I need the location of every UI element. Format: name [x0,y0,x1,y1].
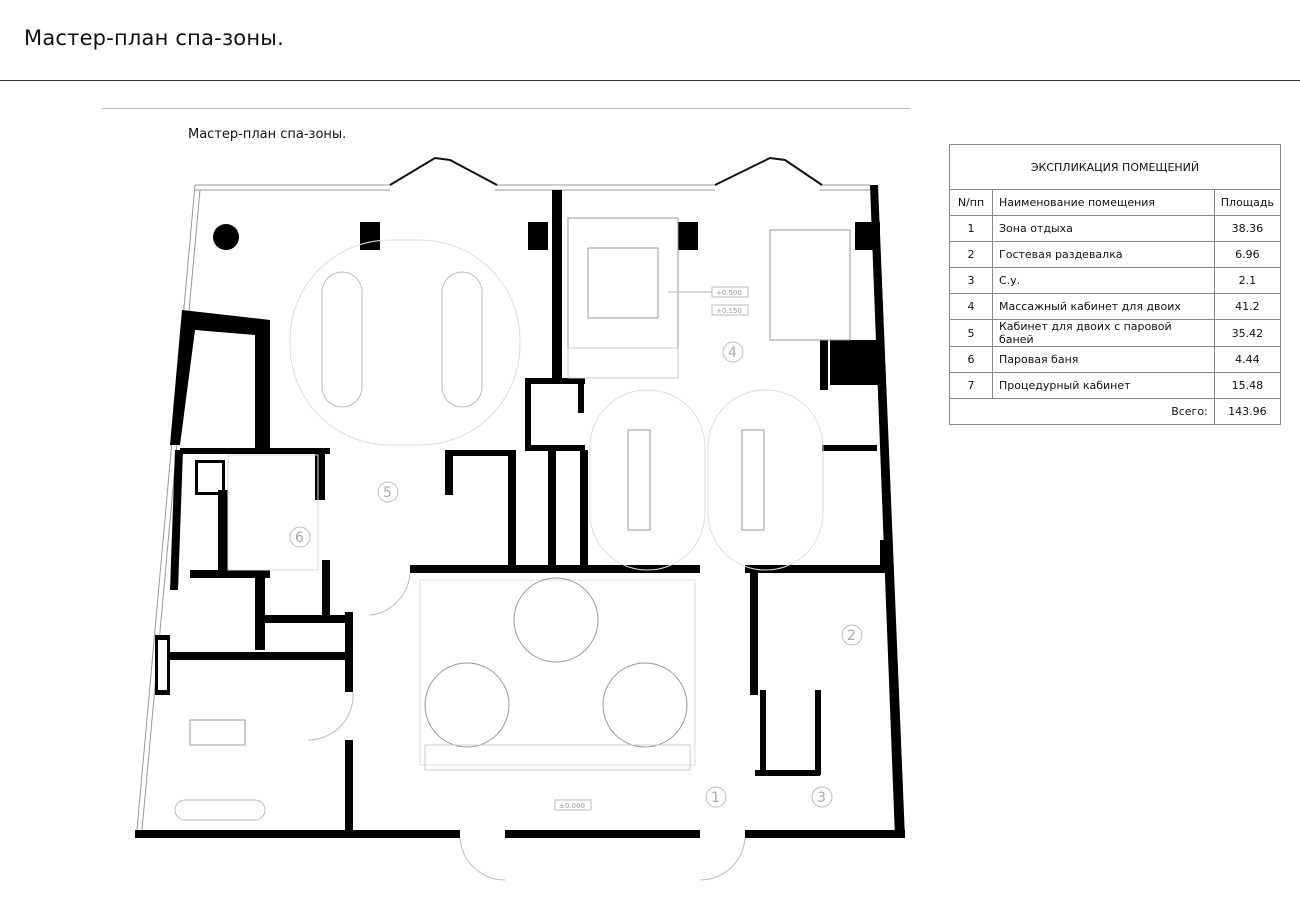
row-number: 4 [949,293,993,320]
room-name: Массажный кабинет для двоих [992,293,1215,320]
room-name: Кабинет для двоих с паровой баней [992,319,1215,347]
room-area: 15.48 [1213,372,1282,399]
total-area: 143.96 [1213,398,1282,425]
row-number: 6 [949,346,993,373]
column-header: N/пп [949,189,993,216]
room-area: 38.36 [1213,215,1282,242]
row-number: 7 [949,372,993,399]
room-number: 5 [383,485,392,501]
walls [135,185,905,838]
windows [136,156,870,831]
room-number: 3 [817,790,826,806]
room-numbers: 1 2 3 4 5 6 [289,341,863,808]
room-area: 6.96 [1213,241,1282,268]
room-number: 4 [728,345,737,361]
total-label: Всего: [949,398,1215,425]
row-number: 5 [949,319,993,347]
plan-title: Мастер-план спа-зоны. [188,127,347,142]
room-number: 1 [711,790,720,806]
room-area: 35.42 [1213,319,1282,347]
column-header: Наименование помещения [992,189,1215,216]
elevation-mark: +0.150 [716,307,742,315]
room-name: С.у. [992,267,1215,294]
room-number: 2 [847,628,856,644]
furniture [174,217,851,881]
table-header-row: N/пп Наименование помещения Площадь [949,189,1282,216]
room-name: Процедурный кабинет [992,372,1215,399]
row-number: 3 [949,267,993,294]
table-total-row: Всего:143.96 [949,398,1282,425]
room-name: Гостевая раздевалка [992,241,1215,268]
divider [0,80,1300,81]
room-area: 41.2 [1213,293,1282,320]
room-explication-table: ЭКСПЛИКАЦИЯ ПОМЕЩЕНИЙ N/пп Наименование … [949,144,1282,425]
room-name: Зона отдыха [992,215,1215,242]
table-title: ЭКСПЛИКАЦИЯ ПОМЕЩЕНИЙ [949,144,1281,190]
row-number: 2 [949,241,993,268]
divider [102,108,910,109]
room-area: 2.1 [1213,267,1282,294]
row-number: 1 [949,215,993,242]
elevation-mark: +0.500 [716,289,742,297]
elevation-mark: ±0.000 [559,802,585,810]
elevation-marks: +0.500 +0.150 ±0.000 [554,286,749,811]
page-title: Мастер-план спа-зоны. [24,26,284,50]
room-name: Паровая баня [992,346,1215,373]
room-area: 4.44 [1213,346,1282,373]
room-number: 6 [295,530,304,546]
column-header: Площадь [1213,189,1282,216]
